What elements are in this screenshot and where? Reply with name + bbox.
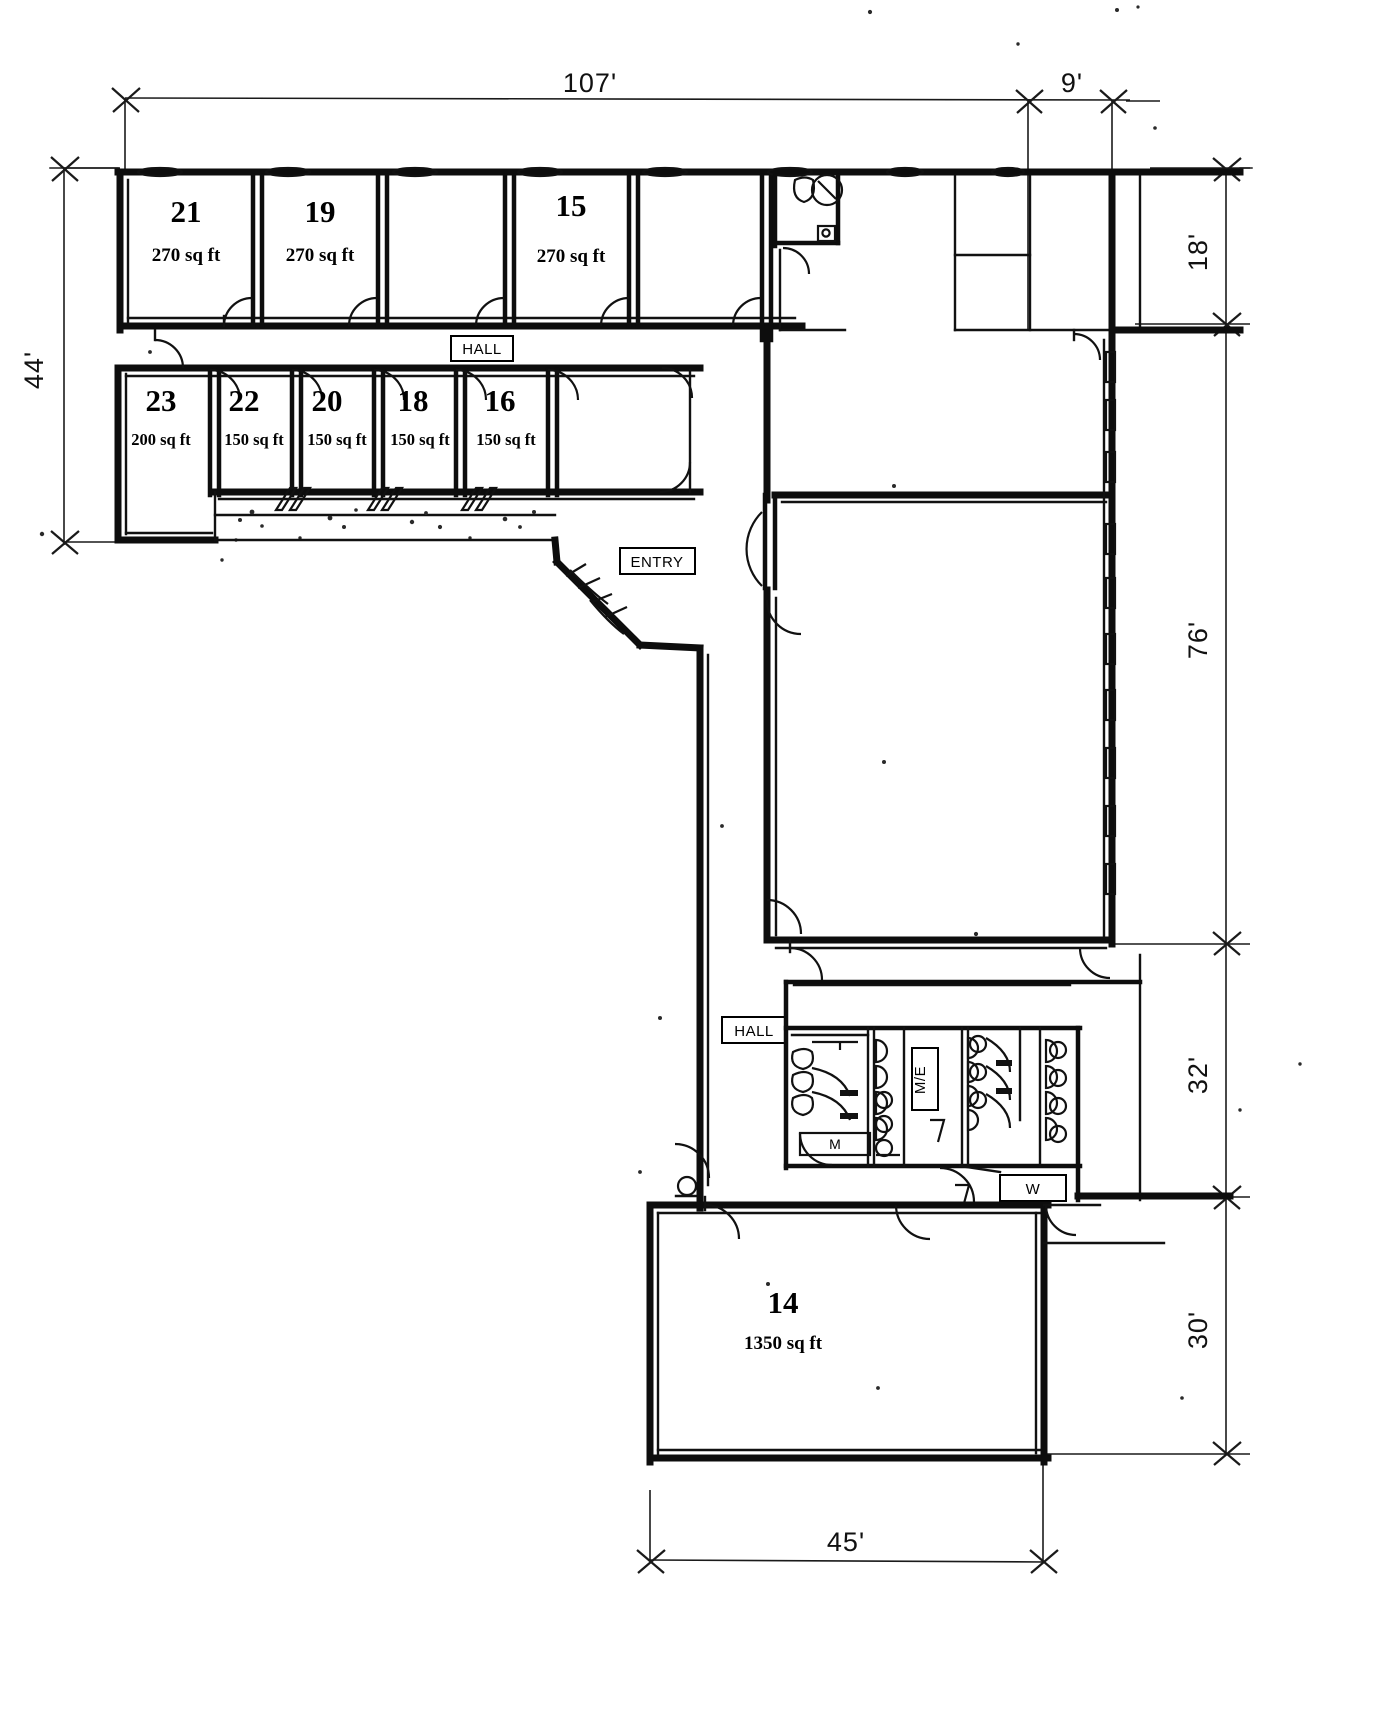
scan-artifacts: [148, 5, 1302, 1400]
office-row-upper: [116, 166, 1026, 343]
hatched-strip: [213, 486, 557, 542]
dimension-left-vertical: 44': [19, 351, 49, 389]
dimension-left: 44': [19, 156, 120, 555]
dimension-top-right-segment: 9': [1061, 68, 1083, 98]
dimension-top: 107' 9': [111, 68, 1160, 335]
mech-elec-label: M/E: [912, 1066, 929, 1094]
dimension-top-overall: 107': [563, 68, 617, 98]
room-number-18: 18: [398, 383, 429, 418]
mens-room-label: M: [829, 1136, 841, 1152]
room-number-16: 16: [485, 383, 516, 418]
restroom-core: M M/E: [783, 953, 1234, 1208]
room-area-19: 270 sq ft: [286, 245, 355, 266]
service-room-upper: [772, 173, 847, 332]
womens-room-label: W: [1026, 1181, 1041, 1198]
dimension-right-middle: 76': [1183, 621, 1213, 659]
room-number-23: 23: [146, 383, 177, 418]
northeast-block: [953, 172, 1244, 499]
dimension-bottom: 45': [827, 1527, 865, 1557]
exterior-wall-north: [49, 167, 1253, 176]
room-number-19: 19: [305, 194, 336, 229]
entry-area: ENTRY: [551, 492, 778, 652]
central-large-space: [696, 326, 1117, 1194]
room-area-22: 150 sq ft: [224, 430, 284, 449]
room-number-14: 14: [768, 1285, 799, 1320]
room-number-20: 20: [312, 383, 343, 418]
hall-label-top: HALL: [462, 341, 502, 358]
hall-tag-bottom: HALL: [721, 1016, 787, 1044]
dimension-right-bottom: 30': [1183, 1311, 1213, 1349]
dimension-right: 18' 76' 32' 30': [1046, 157, 1250, 1466]
room-labels-lower: 23 200 sq ft 22 150 sq ft 20 150 sq ft 1…: [131, 383, 536, 449]
room-area-18: 150 sq ft: [390, 430, 450, 449]
room-area-15: 270 sq ft: [537, 246, 606, 267]
room-area-20: 150 sq ft: [307, 430, 367, 449]
dimension-right-lower: 32': [1183, 1056, 1213, 1094]
room-number-22: 22: [229, 383, 260, 418]
hall-tag-top: HALL: [450, 335, 514, 362]
dimension-right-upper: 18': [1183, 233, 1213, 271]
hall-label-bottom: HALL: [734, 1023, 774, 1040]
dimension-bottom: 45': [636, 1462, 1059, 1574]
room-area-23: 200 sq ft: [131, 430, 191, 449]
entry-label: ENTRY: [630, 554, 683, 571]
room-number-21: 21: [171, 194, 202, 229]
room-14-block: 14 1350 sq ft: [646, 1142, 1166, 1466]
room-area-21: 270 sq ft: [152, 245, 221, 266]
room-area-16: 150 sq ft: [476, 430, 536, 449]
room-labels-upper: 21 270 sq ft 19 270 sq ft 15 270 sq ft: [152, 188, 606, 267]
room-area-14: 1350 sq ft: [744, 1333, 823, 1354]
room-number-15: 15: [556, 188, 587, 223]
